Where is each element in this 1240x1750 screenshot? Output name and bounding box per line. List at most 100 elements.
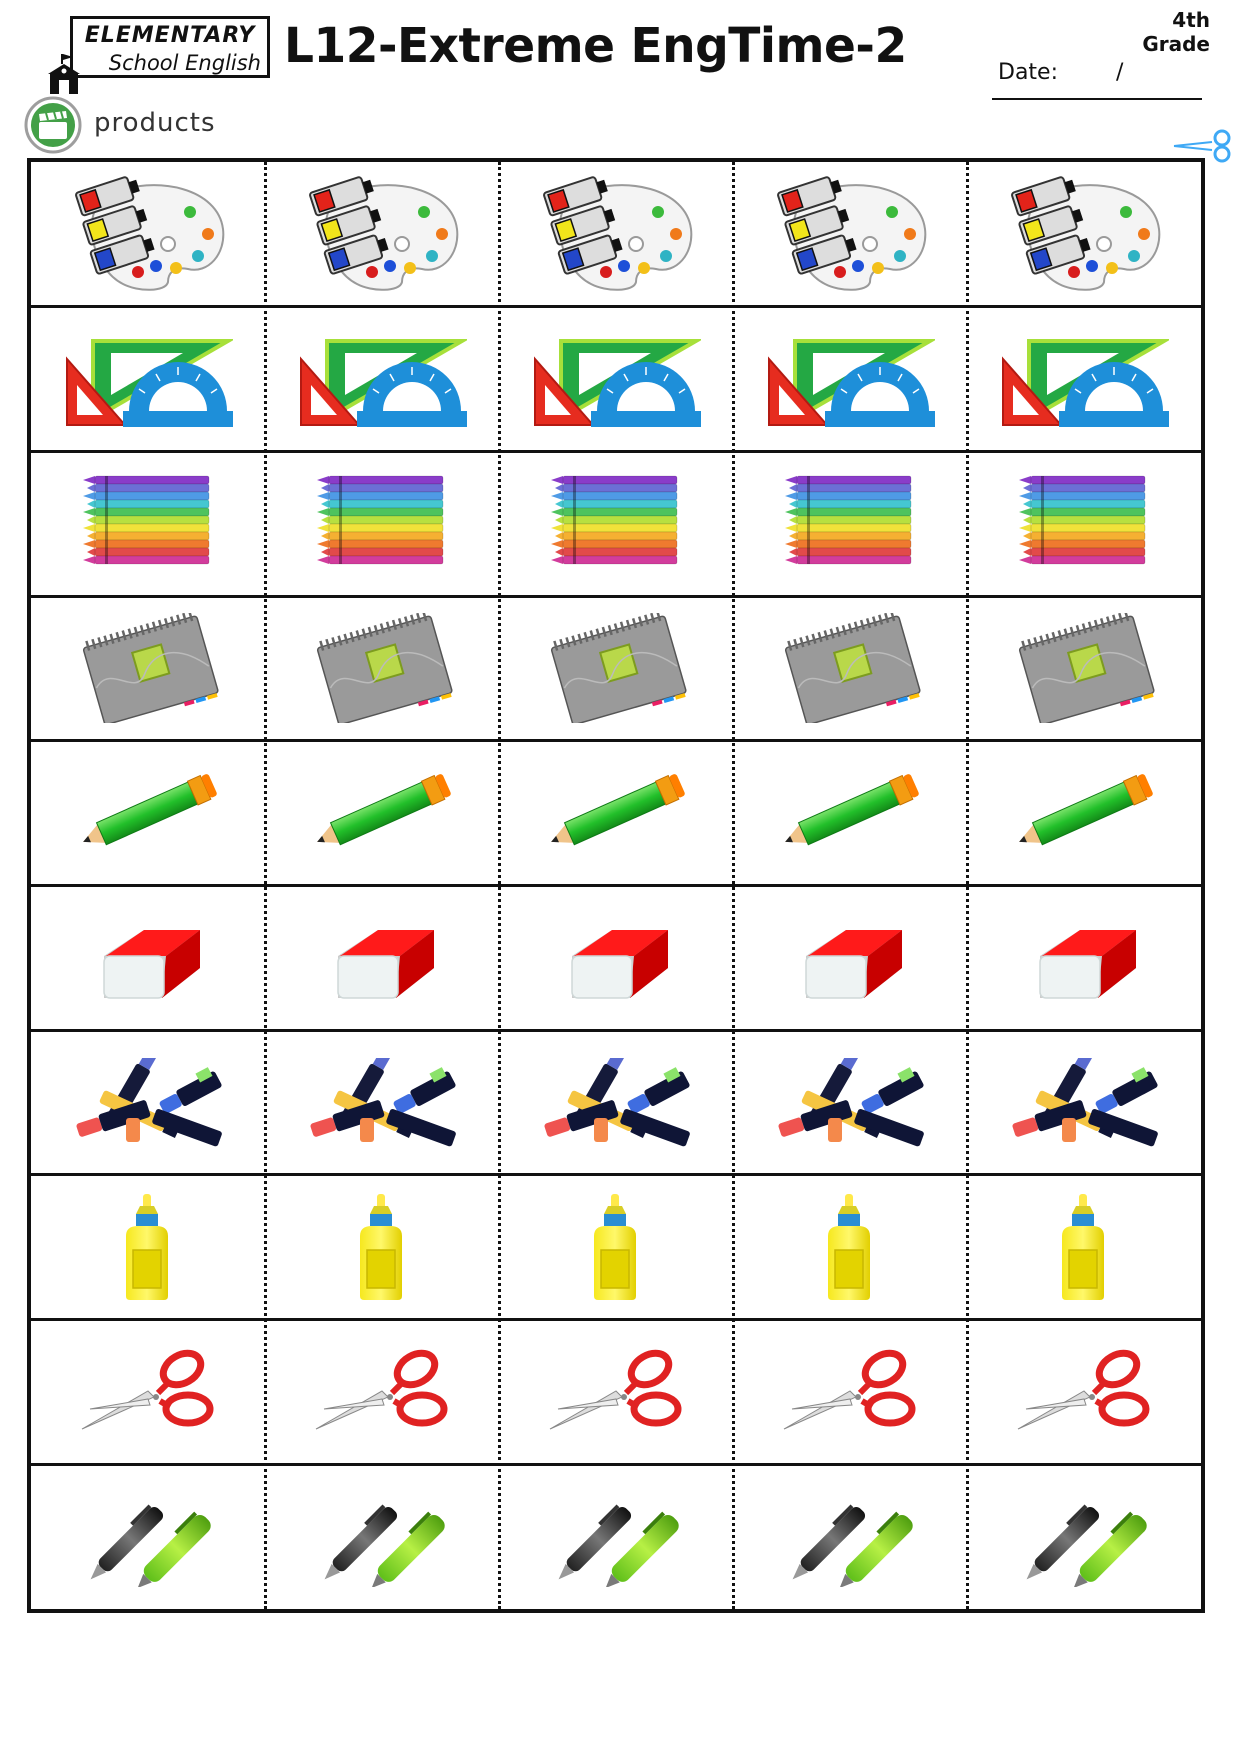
card-cell [967, 1464, 1201, 1609]
cut-line [965, 162, 969, 1609]
logo-box: ELEMENTARY School English [70, 16, 270, 78]
pens-icon [73, 1487, 223, 1587]
ruler-set-icon [999, 329, 1169, 429]
card-cell [31, 886, 265, 1031]
ruler-set-icon [297, 329, 467, 429]
row-divider [31, 739, 1201, 743]
card-cell [499, 1320, 733, 1465]
pens-icon [541, 1487, 691, 1587]
crayons-icon [551, 474, 681, 574]
scissors-icon [312, 1347, 452, 1437]
cut-here-scissors-icon [1173, 129, 1231, 163]
paint-palette-icon [302, 174, 462, 294]
card-cell [967, 1175, 1201, 1320]
crayons-icon [317, 474, 447, 574]
eraser-icon [1024, 908, 1144, 1008]
card-cell [31, 1030, 265, 1175]
card-cell [733, 1175, 967, 1320]
date-label: Date: [998, 60, 1058, 85]
scissors-icon [546, 1347, 686, 1437]
cut-line [263, 162, 267, 1609]
notebook-icon [73, 613, 223, 724]
card-cell [967, 886, 1201, 1031]
cut-line [497, 162, 501, 1609]
logo-line2: School English [108, 51, 261, 75]
markers-icon [68, 1057, 228, 1148]
card-cell [265, 1175, 499, 1320]
paint-palette-icon [68, 174, 228, 294]
card-grid [27, 158, 1205, 1613]
pencil-icon [775, 773, 925, 853]
glue-icon [586, 1192, 646, 1302]
school-icon [48, 54, 80, 94]
card-cell [733, 1464, 967, 1609]
page-title: L12-Extreme EngTime-2 [284, 18, 907, 74]
card-cell [31, 741, 265, 886]
card-cell [31, 1320, 265, 1465]
card-cell [733, 886, 967, 1031]
card-cell [733, 451, 967, 596]
card-cell [265, 1320, 499, 1465]
glue-icon [118, 1192, 178, 1302]
clapperboard-icon [24, 96, 82, 154]
card-cell [499, 162, 733, 307]
ruler-set-icon [63, 329, 233, 429]
paint-palette-icon [1004, 174, 1164, 294]
card-cell [733, 307, 967, 452]
card-cell [967, 1030, 1201, 1175]
card-cell [499, 596, 733, 741]
card-cell [499, 741, 733, 886]
card-cell [31, 1464, 265, 1609]
card-cell [967, 162, 1201, 307]
pens-icon [1009, 1487, 1159, 1587]
card-cell [265, 162, 499, 307]
glue-icon [820, 1192, 880, 1302]
pens-icon [775, 1487, 925, 1587]
card-cell [499, 307, 733, 452]
scissors-icon [780, 1347, 920, 1437]
paint-palette-icon [536, 174, 696, 294]
card-cell [967, 307, 1201, 452]
card-cell [31, 451, 265, 596]
card-cell [265, 451, 499, 596]
crayons-icon [785, 474, 915, 574]
card-cell [499, 886, 733, 1031]
card-cell [967, 451, 1201, 596]
card-cell [499, 1175, 733, 1320]
markers-icon [536, 1057, 696, 1148]
card-cell [265, 886, 499, 1031]
cut-line [731, 162, 735, 1609]
notebook-icon [1009, 613, 1159, 724]
card-cell [733, 1030, 967, 1175]
eraser-icon [790, 908, 910, 1008]
card-cell [31, 307, 265, 452]
row-divider [31, 305, 1201, 309]
card-cell [265, 1030, 499, 1175]
card-cell [265, 741, 499, 886]
grade-label: 4th Grade [1142, 8, 1210, 56]
notebook-icon [307, 613, 457, 724]
eraser-icon [88, 908, 208, 1008]
markers-icon [302, 1057, 462, 1148]
row-divider [31, 1318, 1201, 1322]
logo: ELEMENTARY School English [46, 14, 276, 94]
row-divider [31, 594, 1201, 598]
pencil-icon [1009, 773, 1159, 853]
card-cell [733, 596, 967, 741]
eraser-icon [556, 908, 676, 1008]
scissors-icon [1014, 1347, 1154, 1437]
card-cell [265, 1464, 499, 1609]
card-cell [499, 1464, 733, 1609]
row-divider [31, 449, 1201, 453]
pencil-icon [307, 773, 457, 853]
row-divider [31, 1462, 1201, 1466]
markers-icon [770, 1057, 930, 1148]
date-line [992, 98, 1202, 100]
notebook-icon [541, 613, 691, 724]
row-divider [31, 884, 1201, 887]
card-cell [499, 451, 733, 596]
card-cell [967, 596, 1201, 741]
paint-palette-icon [770, 174, 930, 294]
ruler-set-icon [765, 329, 935, 429]
card-cell [31, 1175, 265, 1320]
